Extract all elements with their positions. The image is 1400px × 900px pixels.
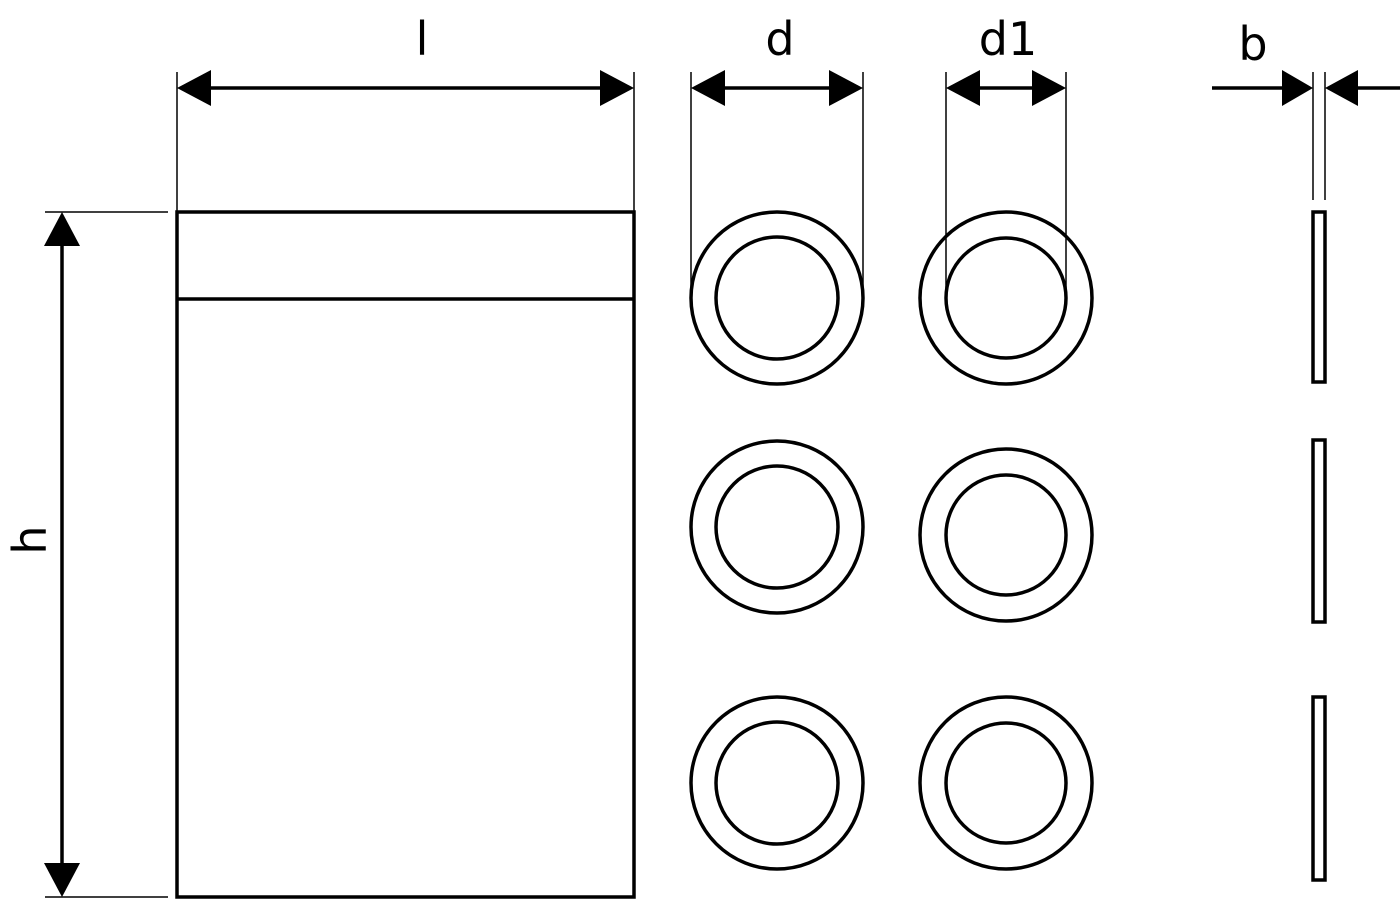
ring-inner [714,235,840,361]
ring-outer [918,447,1094,623]
inner-diameter-dimension: d1 [945,12,1067,298]
length-label: l [416,12,429,66]
arrow-left-icon [691,70,725,106]
arrow-down-icon [44,863,80,897]
inner-diameter-label: d1 [979,12,1037,66]
length-dimension: l [176,12,635,212]
front-view [175,210,636,899]
side-views [1311,210,1327,882]
arrow-left-icon [1325,70,1358,106]
thickness-label: b [1238,17,1267,71]
ring-inner [944,473,1068,597]
ring-outer [918,695,1094,871]
arrow-right-icon [1282,70,1313,106]
thickness-dimension: b [1212,17,1400,200]
side-view-strip [1311,695,1327,882]
ring-outer [689,695,865,871]
arrow-left-icon [177,70,211,106]
side-view-strip [1311,438,1327,624]
body-outline [175,210,636,899]
ring-inner [714,464,840,590]
ring-inner [714,720,840,846]
arrow-right-icon [829,70,863,106]
rings-outer-diameter-column [689,210,865,871]
outer-diameter-dimension: d [690,12,864,298]
height-dimension: h [3,211,168,898]
side-view-strip [1311,210,1327,384]
ring-outer [689,210,865,386]
ring-inner [944,721,1068,845]
ring-inner [944,236,1068,360]
ring-outer [689,439,865,615]
height-label: h [3,525,57,554]
arrow-up-icon [44,212,80,246]
arrow-right-icon [600,70,634,106]
rings-inner-diameter-column [918,210,1094,871]
arrow-left-icon [946,70,980,106]
outer-diameter-label: d [765,12,794,66]
ring-outer [918,210,1094,386]
arrow-right-icon [1032,70,1066,106]
